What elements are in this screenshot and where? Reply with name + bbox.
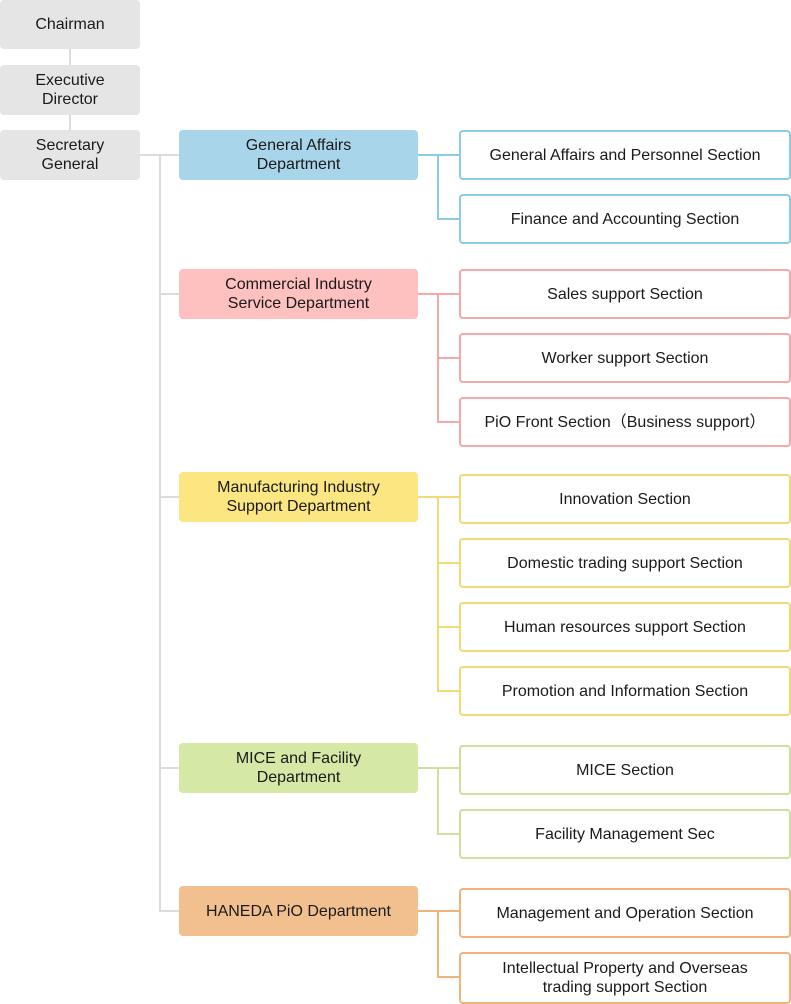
- section-connector-trunk: [437, 496, 439, 692]
- department-connector: [418, 910, 460, 912]
- section-box: Intellectual Property and Overseas tradi…: [459, 952, 791, 1004]
- department-box: Manufacturing Industry Support Departmen…: [179, 472, 418, 522]
- department-label: HANEDA PiO Department: [206, 902, 391, 920]
- section-box: PiO Front Section（Business support）: [459, 397, 791, 447]
- section-box: Management and Operation Section: [459, 888, 791, 938]
- section-connector-branch: [437, 833, 460, 835]
- executive-director-label: Executive Director: [35, 72, 105, 108]
- secretary-general-box: Secretary General: [0, 130, 140, 180]
- trunk-branch-4: [159, 767, 180, 769]
- department-connector: [418, 293, 460, 295]
- section-label: Promotion and Information Section: [501, 682, 749, 700]
- section-box: Finance and Accounting Section: [459, 194, 791, 244]
- section-connector-trunk: [437, 154, 439, 220]
- section-label: Management and Operation Section: [496, 904, 754, 922]
- section-connector-branch: [437, 357, 460, 359]
- department-trunk: [159, 154, 161, 912]
- chairman-box: Chairman: [0, 0, 140, 49]
- section-label: Sales support Section: [547, 285, 703, 303]
- section-label: Human resources support Section: [504, 618, 746, 636]
- department-label: Manufacturing Industry Support Departmen…: [217, 479, 380, 515]
- section-box: MICE Section: [459, 745, 791, 795]
- section-connector-branch: [437, 690, 460, 692]
- section-box: Human resources support Section: [459, 602, 791, 652]
- section-box: Promotion and Information Section: [459, 666, 791, 716]
- secretary-general-label: Secretary General: [35, 137, 105, 173]
- department-label: General Affairs Department: [245, 137, 352, 173]
- section-label: Innovation Section: [559, 490, 691, 508]
- department-box: General Affairs Department: [179, 130, 418, 180]
- section-box: Innovation Section: [459, 474, 791, 524]
- trunk-branch-3: [159, 496, 180, 498]
- section-box: Domestic trading support Section: [459, 538, 791, 588]
- section-label: Worker support Section: [541, 349, 709, 367]
- department-connector: [418, 154, 460, 156]
- chairman-label: Chairman: [35, 16, 105, 33]
- department-box: HANEDA PiO Department: [179, 886, 418, 936]
- department-connector: [418, 767, 460, 769]
- section-label: Intellectual Property and Overseas tradi…: [502, 960, 748, 996]
- department-box: Commercial Industry Service Department: [179, 269, 418, 319]
- section-connector-trunk: [437, 767, 439, 835]
- section-connector-branch: [437, 976, 460, 978]
- section-label: General Affairs and Personnel Section: [489, 146, 761, 164]
- section-label: Domestic trading support Section: [507, 554, 743, 572]
- section-label: PiO Front Section（Business support）: [484, 413, 766, 431]
- department-connector: [418, 496, 460, 498]
- section-label: MICE Section: [576, 761, 674, 779]
- section-connector-branch: [437, 626, 460, 628]
- section-box: General Affairs and Personnel Section: [459, 130, 791, 180]
- trunk-branch-2: [159, 293, 180, 295]
- section-box: Worker support Section: [459, 333, 791, 383]
- department-box: MICE and Facility Department: [179, 743, 418, 793]
- section-label: Finance and Accounting Section: [510, 210, 740, 228]
- trunk-branch-5: [159, 910, 180, 912]
- section-connector-branch: [437, 218, 460, 220]
- section-connector-branch: [437, 421, 460, 423]
- section-box: Sales support Section: [459, 269, 791, 319]
- section-label: Facility Management Sec: [535, 825, 715, 843]
- section-connector-branch: [437, 562, 460, 564]
- section-box: Facility Management Sec: [459, 809, 791, 859]
- department-label: MICE and Facility Department: [235, 750, 362, 786]
- section-connector-trunk: [437, 910, 439, 978]
- department-label: Commercial Industry Service Department: [225, 276, 372, 312]
- executive-director-box: Executive Director: [0, 65, 140, 115]
